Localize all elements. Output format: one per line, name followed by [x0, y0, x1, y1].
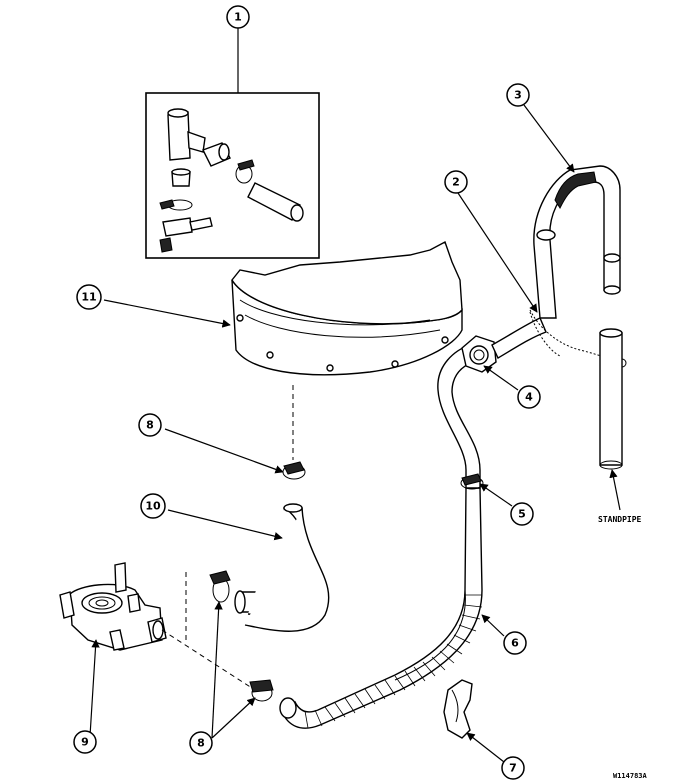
callout-9: 8 [138, 413, 162, 437]
svg-text:5: 5 [518, 508, 526, 521]
svg-text:4: 4 [525, 391, 533, 404]
callout-0: 9 [73, 730, 97, 754]
svg-text:11: 11 [81, 291, 96, 304]
drain-hose-6 [279, 344, 483, 729]
hose-bracket-7 [443, 679, 473, 739]
svg-text:7: 7 [509, 762, 517, 775]
leader-lines [89, 104, 621, 763]
svg-text:3: 3 [514, 89, 522, 102]
svg-text:10: 10 [145, 500, 161, 513]
hose-clamp-9 [282, 461, 306, 480]
kit-inset-box [145, 92, 320, 259]
tub-hose-10 [234, 503, 330, 632]
hose-guide-4 [461, 335, 497, 373]
callout-1: 1 [226, 5, 250, 29]
svg-text:9: 9 [81, 736, 89, 749]
callout-3: 3 [506, 83, 530, 107]
callout-10: 10 [140, 493, 166, 519]
hose-clamp-8-upper [209, 570, 231, 603]
callout-7: 7 [501, 756, 525, 780]
hose-hook-3 [533, 165, 621, 319]
callout-6: 6 [503, 631, 527, 655]
svg-text:8: 8 [197, 737, 205, 750]
standpipe-label: STANDPIPE [598, 515, 642, 524]
svg-text:1: 1 [234, 11, 242, 24]
callout-8: 8 [189, 731, 213, 755]
svg-text:8: 8 [146, 419, 154, 432]
callout-5: 5 [510, 502, 534, 526]
standpipe [599, 328, 623, 470]
callout-11: 11 [76, 284, 102, 310]
callout-2: 2 [444, 170, 468, 194]
figure-code: W114783A [613, 772, 648, 780]
svg-text:6: 6 [511, 637, 519, 650]
hose-clamp-5 [460, 473, 484, 490]
tub-section [231, 240, 463, 376]
pump [59, 562, 167, 651]
svg-text:2: 2 [452, 176, 460, 189]
hose-clamp-8-lower [249, 679, 274, 702]
callout-4: 4 [517, 385, 541, 409]
